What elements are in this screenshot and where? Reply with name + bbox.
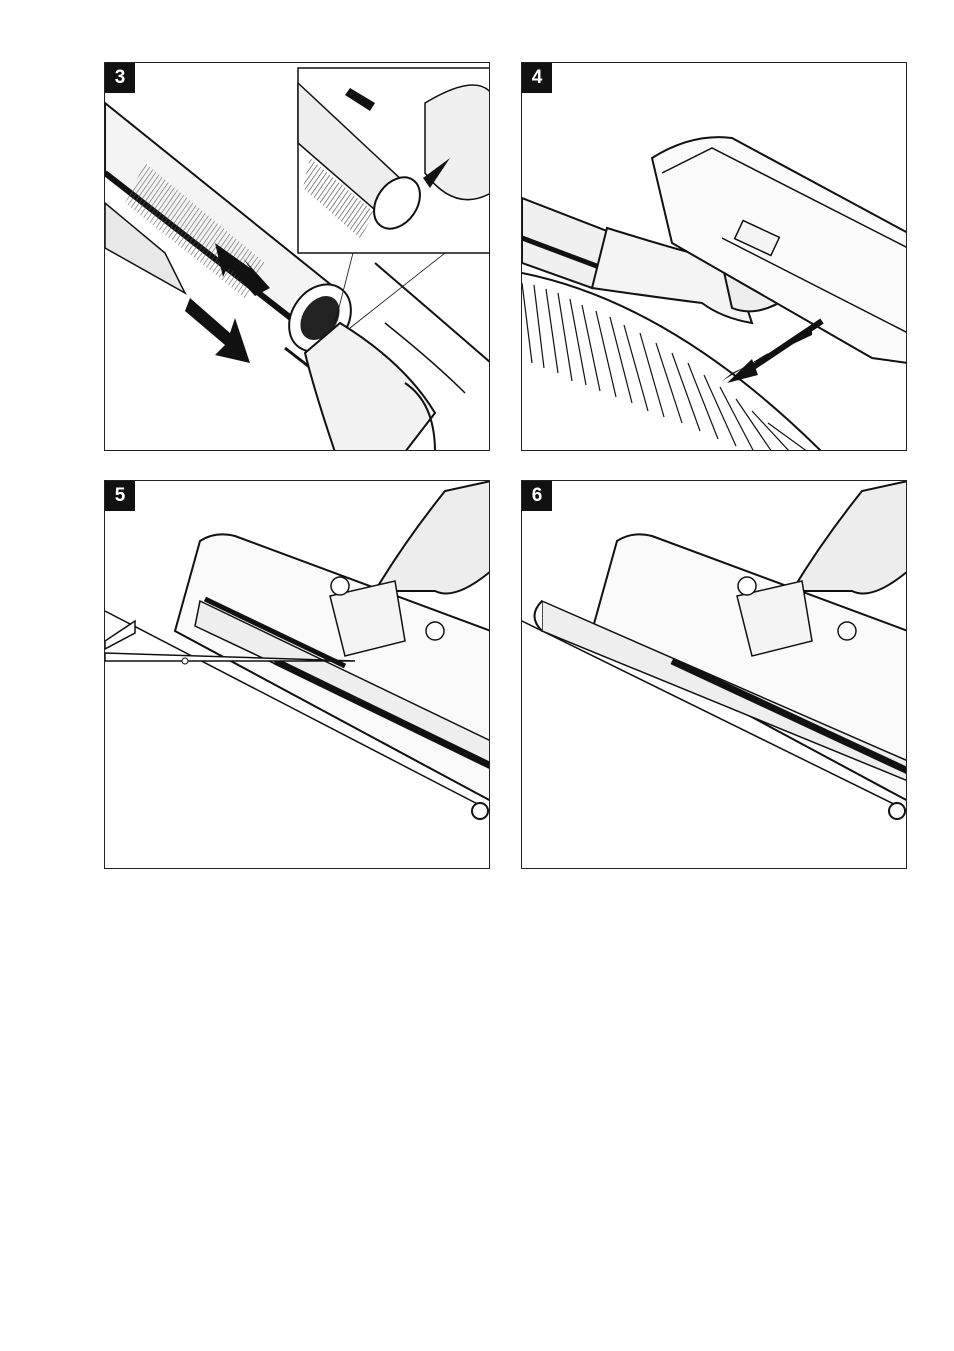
- step-6-panel: 6: [521, 480, 907, 869]
- step-4-panel: 4: [521, 62, 907, 451]
- step-5-panel: 5: [104, 480, 490, 869]
- step-6-illustration: [522, 481, 907, 869]
- step-number-badge: 4: [522, 63, 552, 93]
- step-number-badge: 3: [105, 63, 135, 93]
- step-3-illustration: [105, 63, 490, 451]
- step-5-illustration: [105, 481, 490, 869]
- step-number-badge: 6: [522, 481, 552, 511]
- step-3-panel: 3: [104, 62, 490, 451]
- step-number-badge: 5: [105, 481, 135, 511]
- floor-nozzle: [652, 137, 907, 363]
- release-arrow: [185, 298, 250, 363]
- step-4-illustration: [522, 63, 907, 451]
